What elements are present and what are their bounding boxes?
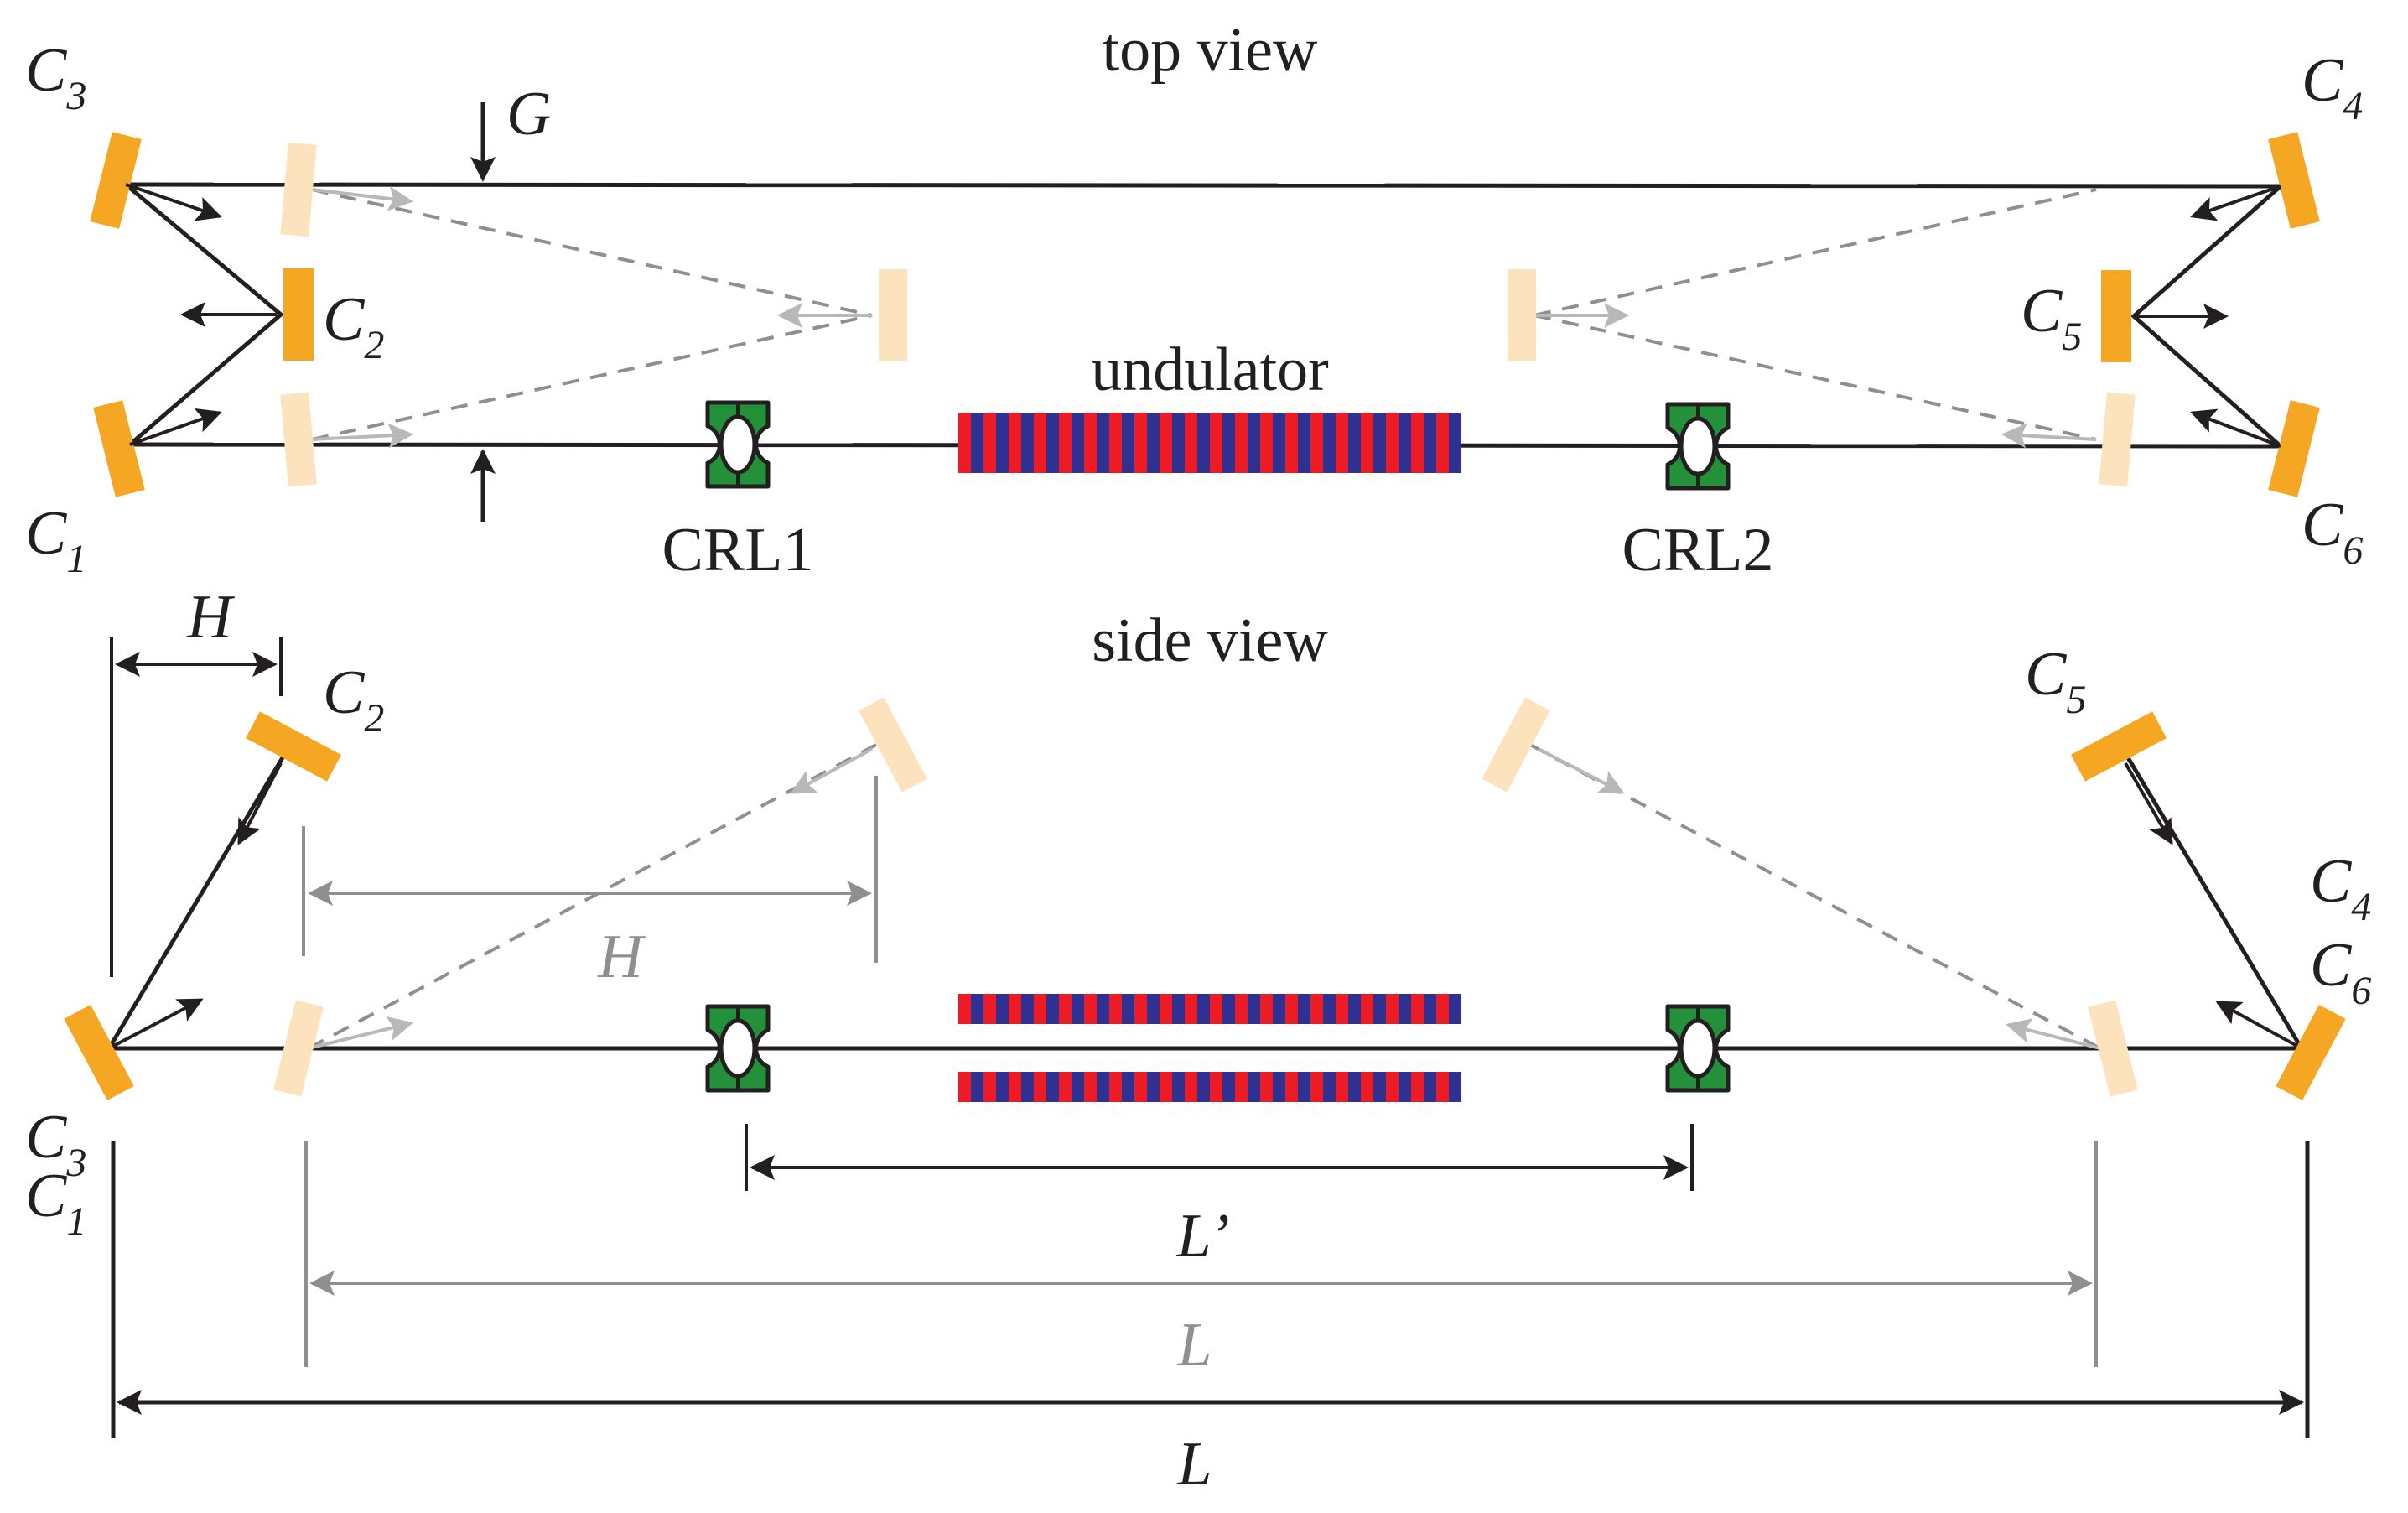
- top-ghost-mirror-left-lower: [280, 392, 317, 487]
- crl1-label: CRL1: [662, 516, 814, 585]
- crl2-label: CRL2: [1622, 516, 1774, 585]
- side-label-c6: C6: [2310, 931, 2371, 1013]
- top-mirror-c3: [90, 132, 142, 229]
- side-direction-arrows: [108, 762, 2302, 1050]
- top-mirror-c2: [283, 268, 314, 361]
- side-label-c1: C1: [25, 1162, 86, 1244]
- gap-label: G: [506, 80, 551, 148]
- top-mirror-c6: [2268, 400, 2320, 497]
- side-beam-left-slope: [106, 745, 292, 1050]
- top-undulator: [958, 413, 1461, 473]
- h-label: H: [186, 583, 235, 652]
- side-view-title: side view: [1092, 606, 1328, 675]
- top-ghost-arrows: [311, 185, 2097, 449]
- top-label-c5: C5: [2021, 277, 2082, 359]
- side-label-c2: C2: [323, 658, 384, 741]
- side-undulator-upper: [958, 994, 1461, 1024]
- side-label-c4: C4: [2310, 847, 2371, 929]
- l-dimension: [111, 1141, 2310, 1438]
- top-label-c3: C3: [25, 36, 86, 118]
- top-label-c1: C1: [25, 499, 86, 581]
- top-ghost-mirror-left-upper: [280, 142, 317, 237]
- side-mirror-c3-c1: [64, 1004, 134, 1101]
- l-prime-dimension: [745, 1124, 1694, 1191]
- top-mirror-c4: [2268, 132, 2320, 229]
- top-beam-right-zigzag: [2130, 185, 2282, 448]
- l-prime-label: L’: [1175, 1202, 1229, 1271]
- top-label-c4: C4: [2302, 46, 2363, 128]
- side-undulator-lower: [958, 1072, 1461, 1102]
- side-view: side view H: [25, 583, 2371, 1499]
- l-label-gray: L: [1176, 1311, 1212, 1380]
- side-ghost-mirror-upper-left: [859, 697, 927, 793]
- top-label-c6: C6: [2302, 491, 2363, 573]
- top-direction-arrows: [125, 183, 2281, 448]
- top-label-c2: C2: [323, 285, 384, 367]
- l-dimension-gray: [304, 1141, 2098, 1367]
- top-beam-upper: [125, 182, 2281, 189]
- top-view-title: top view: [1103, 16, 1318, 85]
- undulator-label: undulator: [1091, 335, 1329, 404]
- top-ghost-mirror-center-left: [879, 269, 907, 361]
- top-ghost-mirror-right-lower: [2099, 392, 2136, 487]
- h-dimension: [110, 637, 283, 977]
- l-label: L: [1176, 1430, 1212, 1499]
- side-ghost-mirror-upper-right: [1482, 697, 1550, 793]
- side-label-c5: C5: [2025, 640, 2086, 722]
- side-label-c3: C3: [25, 1103, 86, 1185]
- top-view: top view: [25, 16, 2363, 585]
- top-mirror-c5: [2101, 270, 2131, 362]
- h-label-gray: H: [597, 923, 646, 991]
- top-mirror-c1: [93, 400, 145, 497]
- side-ghost-arrows: [308, 747, 2101, 1050]
- top-beam-left-zigzag: [124, 183, 284, 446]
- top-ghost-mirror-center-right: [1508, 269, 1536, 361]
- side-beam-right-slope: [2119, 745, 2304, 1050]
- h-dimension-gray: [302, 776, 878, 963]
